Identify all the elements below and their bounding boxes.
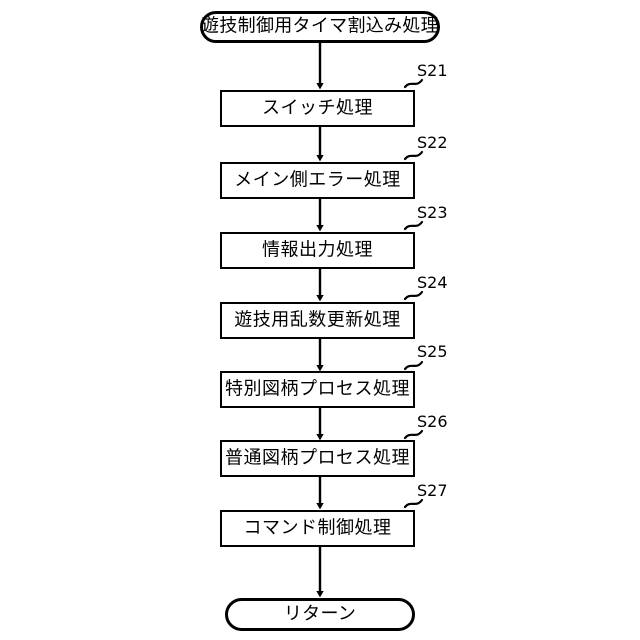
process-box-s25-label: 特別図柄プロセス処理 [225, 378, 410, 399]
leader-line-s27 [403, 498, 424, 509]
leader-line-s23 [403, 220, 424, 231]
leader-line-s22 [403, 150, 424, 161]
leader-line-s24 [403, 290, 424, 301]
process-box-s22[interactable]: メイン側エラー処理 [220, 162, 415, 199]
process-box-s24-label: 遊技用乱数更新処理 [234, 309, 401, 330]
process-box-s24[interactable]: 遊技用乱数更新処理 [220, 302, 415, 339]
step-tag-s27: S27 [417, 481, 448, 500]
terminal-return[interactable]: リターン [225, 598, 415, 631]
terminal-start-label: 遊技制御用タイマ割込み処理 [201, 15, 439, 37]
step-tag-s24: S24 [417, 273, 448, 292]
leader-line-s21 [403, 78, 424, 89]
leader-line-s26 [403, 429, 424, 440]
process-box-s26-label: 普通図柄プロセス処理 [225, 447, 410, 468]
process-box-s21[interactable]: スイッチ処理 [220, 90, 415, 127]
process-box-s23-label: 情報出力処理 [262, 239, 373, 260]
process-box-s26[interactable]: 普通図柄プロセス処理 [220, 440, 415, 477]
step-tag-s26: S26 [417, 412, 448, 431]
leader-line-s25 [403, 360, 424, 371]
step-tag-s23: S23 [417, 203, 448, 222]
step-tag-s21: S21 [417, 61, 448, 80]
terminal-start[interactable]: 遊技制御用タイマ割込み処理 [200, 11, 440, 43]
process-box-s27-label: コマンド制御処理 [243, 517, 392, 538]
process-box-s25[interactable]: 特別図柄プロセス処理 [220, 371, 415, 408]
process-box-s27[interactable]: コマンド制御処理 [220, 510, 415, 547]
process-box-s22-label: メイン側エラー処理 [234, 169, 401, 190]
step-tag-s25: S25 [417, 342, 448, 361]
step-tag-s22: S22 [417, 133, 448, 152]
terminal-return-label: リターン [283, 603, 357, 624]
process-box-s21-label: スイッチ処理 [262, 97, 373, 118]
process-box-s23[interactable]: 情報出力処理 [220, 232, 415, 269]
